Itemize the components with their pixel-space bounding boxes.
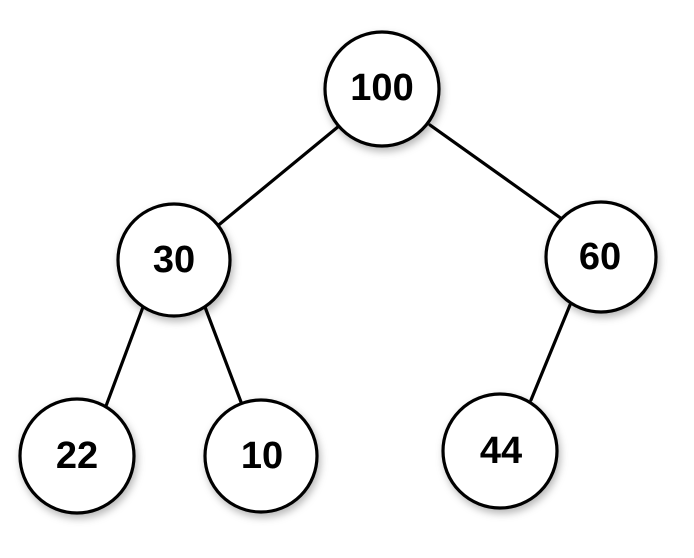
tree-edges-group — [104, 123, 572, 408]
tree-node[interactable]: 10 — [203, 398, 319, 514]
tree-node[interactable]: 22 — [18, 397, 136, 515]
tree-node-circle[interactable] — [441, 392, 559, 510]
tree-node-circle[interactable] — [323, 30, 441, 148]
tree-node[interactable]: 30 — [116, 202, 232, 318]
tree-node[interactable]: 100 — [323, 30, 441, 148]
tree-node-circle[interactable] — [116, 202, 232, 318]
tree-node[interactable]: 44 — [441, 392, 559, 510]
tree-node-circle[interactable] — [544, 200, 658, 314]
tree-nodes-group: 100 30 60 22 10 44 — [18, 30, 658, 515]
tree-node-label: 44 — [480, 430, 522, 472]
tree-node-circle[interactable] — [18, 397, 136, 515]
tree-edge — [529, 303, 572, 402]
tree-node-label: 100 — [350, 67, 413, 109]
tree-node-label: 10 — [241, 435, 283, 477]
tree-node[interactable]: 60 — [544, 200, 658, 314]
tree-node-label: 22 — [56, 435, 98, 477]
tree-edge — [213, 124, 341, 230]
tree-node-label: 30 — [153, 239, 195, 281]
tree-node-circle[interactable] — [203, 398, 319, 514]
tree-edge — [104, 305, 145, 408]
tree-node-label: 60 — [579, 236, 621, 278]
tree-edge — [428, 123, 564, 221]
tree-edge — [203, 305, 243, 404]
